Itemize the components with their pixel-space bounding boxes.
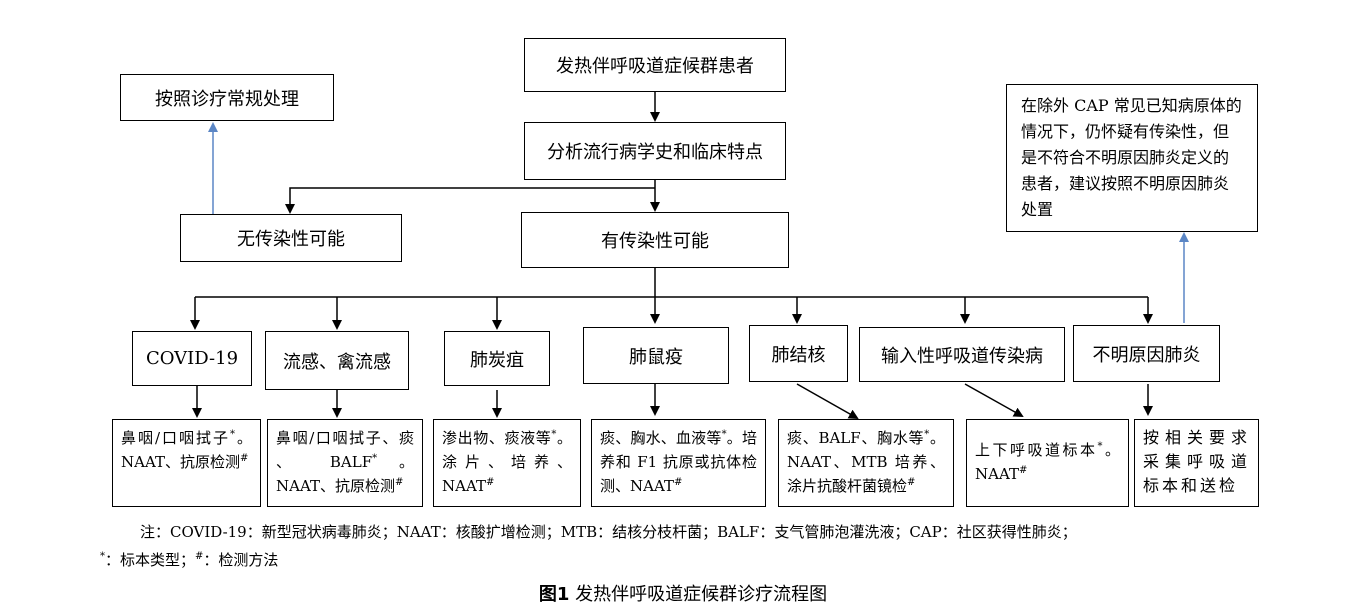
disease-anthrax: 肺炭疽 [444, 331, 550, 386]
disease-tb-label: 肺结核 [771, 344, 826, 366]
hash-mark: # [394, 477, 404, 488]
detail-imported-b: 。NAAT [975, 441, 1120, 483]
disease-tb: 肺结核 [749, 325, 848, 382]
detail-unknown: 按相关要求采集呼吸道标本和送检 [1134, 419, 1259, 507]
arrow-to-no-infect [285, 187, 655, 214]
infect-label: 有传染性可能 [601, 231, 709, 252]
disease-flu: 流感、禽流感 [265, 331, 409, 390]
star-mark: * [372, 453, 378, 464]
detail-anthrax-b: 。涂片、培养、NAAT [442, 429, 572, 495]
detail-flu: 鼻咽/口咽拭子、痰 、 BALF* 。NAAT、抗原检测# [267, 419, 423, 507]
detail-flu-a: 鼻咽/口咽拭子、痰 、 BALF [276, 429, 414, 471]
disease-plague-label: 肺鼠疫 [629, 346, 683, 368]
caption-title: 发热伴呼吸道症候群诊疗流程图 [575, 584, 828, 605]
detail-tb-b: 。NAAT、MTB 培养、涂片抗酸杆菌镜检 [787, 429, 945, 495]
detail-plague-a: 痰、胸水、血液等 [600, 429, 722, 447]
hash-mark: # [907, 477, 916, 488]
hash-mark: # [195, 551, 204, 562]
detail-plague: 痰、胸水、血液等*。培养和 F1 抗原或抗体检测、NAAT# [591, 419, 766, 507]
detail-unknown-a: 按相关要求采集呼吸道标本和送检 [1143, 428, 1250, 495]
star-mark: * [721, 429, 727, 440]
star-mark: * [1097, 441, 1103, 452]
patients-label: 发热伴呼吸道症候群患者 [556, 56, 754, 77]
disease-unknown: 不明原因肺炎 [1073, 325, 1220, 382]
infect-box: 有传染性可能 [521, 212, 789, 268]
detail-imported: 上下呼吸道标本*。NAAT# [966, 419, 1129, 507]
footnote-line2: *：标本类型；#：检测方法 [100, 549, 278, 570]
footnote-line1: 注：COVID-19：新型冠状病毒肺炎；NAAT：核酸扩增检测；MTB：结核分枝… [140, 521, 1077, 542]
footnote-star-text: ：标本类型； [105, 551, 196, 569]
star-mark: * [230, 429, 235, 440]
detail-covid-a: 鼻咽/口咽拭子 [121, 429, 230, 447]
disease-covid-label: COVID-19 [145, 348, 239, 369]
detail-plague-b: 。培养和 F1 抗原或抗体检测、NAAT [600, 429, 757, 495]
analyze-label: 分析流行病学史和临床特点 [547, 142, 763, 163]
detail-imported-a: 上下呼吸道标本 [975, 441, 1098, 459]
side-note-box: 在除外 CAP 常见已知病原体的情况下，仍怀疑有传染性，但是不符合不明原因肺炎定… [1006, 84, 1258, 232]
footnote-abbreviations: 注：COVID-19：新型冠状病毒肺炎；NAAT：核酸扩增检测；MTB：结核分枝… [140, 523, 1077, 541]
star-mark: * [100, 551, 105, 562]
hash-mark: # [673, 477, 683, 488]
side-note-text: 在除外 CAP 常见已知病原体的情况下，仍怀疑有传染性，但是不符合不明原因肺炎定… [1021, 96, 1242, 219]
detail-covid-b: 。NAAT、抗原检测 [121, 429, 252, 471]
detail-flu-b: 。NAAT、抗原检测 [276, 453, 414, 495]
disease-plague: 肺鼠疫 [583, 327, 729, 384]
caption-label: 图1 [538, 584, 570, 605]
footnote-hash-text: ：检测方法 [203, 551, 279, 569]
figure-caption: 图1 发热伴呼吸道症候群诊疗流程图 [0, 580, 1366, 606]
patients-box: 发热伴呼吸道症候群患者 [524, 38, 786, 92]
analyze-box: 分析流行病学史和临床特点 [524, 122, 786, 180]
no-infect-box: 无传染性可能 [180, 214, 402, 262]
disease-flu-label: 流感、禽流感 [283, 351, 391, 373]
hash-mark: # [1018, 465, 1028, 476]
detail-anthrax-a: 渗出物、痰液等 [442, 429, 552, 447]
detail-tb: 痰、BALF、胸水等*。NAAT、MTB 培养、涂片抗酸杆菌镜检# [778, 419, 954, 507]
arrow-tb-detail [796, 383, 859, 419]
detail-anthrax: 渗出物、痰液等*。涂片、培养、NAAT# [433, 419, 581, 507]
disease-unknown-label: 不明原因肺炎 [1092, 344, 1201, 366]
detail-tb-a: 痰、BALF、胸水等 [787, 429, 925, 447]
disease-imported-label: 输入性呼吸道传染病 [881, 345, 1043, 367]
disease-imported: 输入性呼吸道传染病 [859, 327, 1065, 382]
arrow-imported-detail [964, 383, 1024, 417]
hash-mark: # [239, 453, 249, 464]
star-mark: * [551, 429, 557, 440]
star-mark: * [924, 429, 930, 440]
routine-label: 按照诊疗常规处理 [155, 88, 299, 110]
no-infect-label: 无传染性可能 [237, 229, 345, 250]
disease-covid: COVID-19 [132, 331, 252, 386]
detail-covid: 鼻咽/口咽拭子*。NAAT、抗原检测# [112, 419, 261, 507]
hash-mark: # [485, 477, 495, 488]
routine-box: 按照诊疗常规处理 [120, 74, 334, 121]
disease-anthrax-label: 肺炭疽 [470, 349, 524, 371]
